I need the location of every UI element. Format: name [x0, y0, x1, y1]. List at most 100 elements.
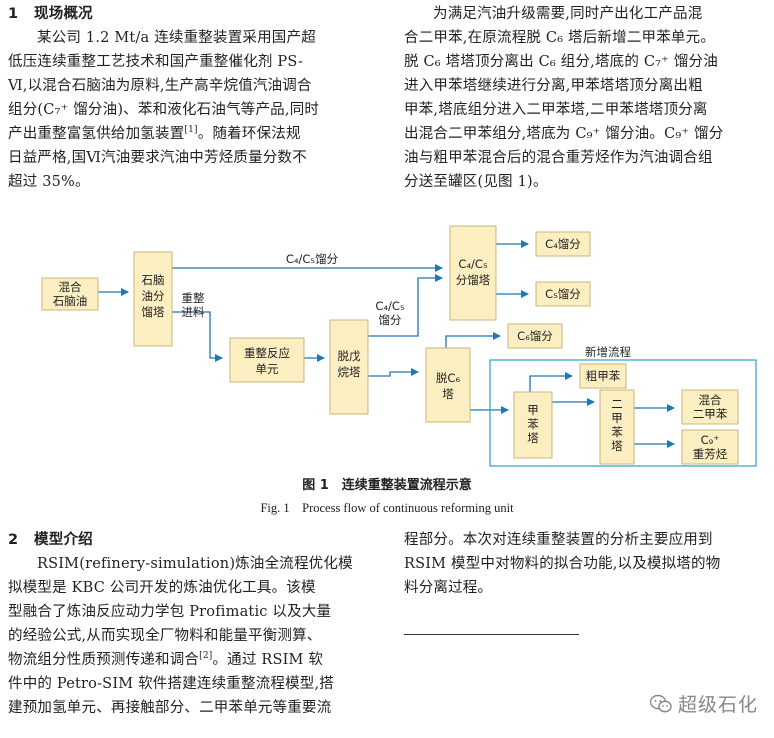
text-line: 拟模型是 KBC 公司开发的炼油优化工具。该模	[8, 580, 316, 596]
dec6-label: 塔	[442, 387, 454, 401]
wechat-icon	[650, 694, 672, 713]
c5-product-box	[535, 281, 591, 307]
naphtha-splitter-label: 馏塔	[142, 305, 165, 319]
text-line: 为满足汽油升级需要,同时产出化工产品混	[433, 6, 703, 22]
feed-label: 混合	[59, 280, 82, 294]
feed-box	[41, 277, 99, 311]
new-process-frame	[489, 359, 757, 467]
depentanizer-label: 烷塔	[338, 365, 361, 379]
crude-toluene-label: 粗甲苯	[586, 369, 621, 383]
dec6-box	[425, 347, 471, 423]
citation-ref: [2]	[199, 651, 213, 662]
toluene-column-label: 甲	[527, 403, 539, 417]
text-span: 物流组分性质预测传递和调合	[8, 652, 200, 668]
section1-para2-cont: 合二甲苯,在原流程脱 C₆ 塔后新增二甲苯单元。 脱 C₆ 塔塔顶分离出 C₆ …	[404, 26, 770, 194]
footnote-divider	[404, 634, 579, 635]
c4-product-label: C₄馏分	[545, 237, 581, 251]
dec6-label: 脱C₆	[436, 371, 461, 385]
section2-title: 模型介绍	[34, 532, 93, 548]
depentanizer-box	[329, 319, 369, 415]
c4c5-splitter-box	[449, 225, 497, 321]
arrow-mid-stream	[368, 274, 443, 337]
xylene-column-label: 塔	[611, 439, 623, 453]
text-line: 进入甲苯塔继续进行分离,甲苯塔塔顶分离出粗	[404, 78, 703, 94]
text-line: 合二甲苯,在原流程脱 C₆ 塔后新增二甲苯单元。	[404, 30, 716, 46]
text-line: 型融合了炼油反应动力学包 Profimatic 以及大量	[8, 604, 332, 620]
reform-feed-label: 重整	[182, 291, 205, 305]
text-line: 脱 C₆ 塔塔顶分离出 C₆ 组分,塔底的 C₇⁺ 馏分油	[404, 54, 718, 70]
text-line: 的经验公式,从而实现全厂物料和能量平衡测算、	[8, 628, 322, 644]
unit-labels: 混合 石脑油 石脑 油分 馏塔 重整反应 单元 脱戊 烷塔 C₄/C₅ 分馏塔 …	[53, 237, 728, 461]
text-line: 日益严格,国Ⅵ汽油要求汽油中芳烃质量分数不	[8, 150, 307, 166]
toluene-column-box	[513, 391, 553, 459]
process-flow-diagram: 混合 石脑油 石脑 油分 馏塔 重整反应 单元 脱戊 烷塔 C₄/C₅ 分馏塔 …	[41, 225, 757, 467]
naphtha-splitter-label: 油分	[142, 289, 165, 303]
watermark: 超级石化	[650, 690, 758, 717]
text-line: 出混合二甲苯组分,塔底为 C₉⁺ 馏分油。C₉⁺ 馏分	[404, 126, 724, 142]
flow-arrows	[98, 240, 675, 448]
depentanizer-label: 脱戊	[338, 349, 361, 363]
reform-feed-label: 进料	[182, 305, 205, 319]
mid-stream-label: 馏分	[379, 313, 402, 327]
text-span: 。随着环保法规	[197, 126, 301, 142]
text-line: 组分(C₇⁺ 馏分油)、苯和液化石油气等产品,同时	[8, 102, 320, 118]
section1-number: 1	[8, 6, 19, 22]
figure-caption-en: Fig. 1 Process flow of continuous reform…	[260, 501, 514, 515]
text-line: 分送至罐区(见图 1)。	[404, 174, 548, 190]
section2-para: RSIM(refinery-simulation)炼油全流程优化模	[8, 552, 368, 576]
c6-product-box	[507, 323, 563, 349]
watermark-text: 超级石化	[678, 694, 759, 716]
c4c5-splitter-label: C₄/C₅	[458, 257, 488, 271]
mixed-xylene-label: 二甲苯	[693, 407, 728, 421]
text-line: 产出重整富氢供给加氢装置[1]。随着环保法规	[8, 122, 366, 146]
text-line: 甲苯,塔底组分进入二甲苯塔,二甲苯塔塔顶分离	[404, 102, 708, 118]
c4c5-splitter-label: 分馏塔	[456, 273, 491, 287]
xylene-column-label: 二	[611, 397, 623, 411]
citation-ref: [1]	[184, 125, 198, 136]
c5-product-label: C₅馏分	[545, 287, 581, 301]
naphtha-splitter-box	[133, 251, 173, 347]
text-line: 件中的 Petro-SIM 软件搭建连续重整流程模型,搭	[8, 676, 335, 692]
reformer-label: 单元	[256, 362, 279, 376]
xylene-column-label: 苯	[611, 425, 623, 439]
text-line: Ⅵ,以混合石脑油为原料,生产高辛烷值汽油调合	[8, 78, 312, 94]
text-line: RSIM 模型中对物料的拟合功能,以及模拟塔的物	[404, 556, 721, 572]
section2-right-column: 程部分。本次对连续重整装置的分析主要应用到 RSIM 模型中对物料的拟合功能,以…	[404, 528, 770, 600]
top-stream-label: C₄/C₅馏分	[286, 252, 339, 266]
section1-title: 现场概况	[34, 6, 93, 22]
c4-product-box	[535, 231, 591, 257]
section1-left-column: 1 现场概况 某公司 1.2 Mt/a 连续重整装置采用国产超 低压连续重整工艺…	[8, 2, 366, 194]
c6-product-label: C₆馏分	[517, 329, 553, 343]
c9-heavy-box	[681, 429, 739, 465]
crude-toluene-box	[579, 363, 627, 389]
text-span: 。通过 RSIM 软	[212, 652, 324, 668]
text-line: 某公司 1.2 Mt/a 连续重整装置采用国产超	[37, 30, 316, 46]
section2-left-column: 2 模型介绍 RSIM(refinery-simulation)炼油全流程优化模…	[8, 528, 368, 720]
text-span: 产出重整富氢供给加氢装置	[8, 126, 185, 142]
text-line: 油与粗甲苯混合后的混合重芳烃作为汽油调合组	[404, 150, 713, 166]
section2-para-cont: 拟模型是 KBC 公司开发的炼油优化工具。该模 型融合了炼油反应动力学包 Pro…	[8, 576, 368, 720]
section2-heading: 2 模型介绍	[8, 528, 368, 552]
mixed-xylene-label: 混合	[699, 393, 722, 407]
mid-stream-label: C₄/C₅	[375, 299, 405, 313]
arrow-c6	[445, 332, 501, 348]
feed-label: 石脑油	[53, 294, 88, 308]
toluene-column-label: 苯	[527, 417, 539, 431]
xylene-column-box	[599, 389, 635, 465]
reformer-label: 重整反应	[244, 346, 290, 360]
section1-right-column: 为满足汽油升级需要,同时产出化工产品混 合二甲苯,在原流程脱 C₆ 塔后新增二甲…	[404, 2, 770, 194]
text-line: 建预加氢单元、再接触部分、二甲苯单元等重要流	[8, 700, 332, 716]
reformer-box	[229, 337, 305, 383]
naphtha-splitter-label: 石脑	[142, 273, 165, 287]
text-line: 程部分。本次对连续重整装置的分析主要应用到	[404, 532, 713, 548]
figure-caption-cn: 图 1 连续重整装置流程示意	[302, 478, 472, 493]
c9-heavy-label: 重芳烃	[693, 447, 728, 461]
text-line: 料分离过程。	[404, 580, 493, 596]
new-process-label: 新增流程	[585, 345, 631, 359]
section1-para1-cont: 低压连续重整工艺技术和国产重整催化剂 PS- Ⅵ,以混合石脑油为原料,生产高辛烷…	[8, 50, 366, 194]
text-line: 低压连续重整工艺技术和国产重整催化剂 PS-	[8, 54, 304, 70]
arrow-crude-toluene	[529, 372, 573, 392]
unit-boxes	[41, 225, 739, 465]
text-line: 超过 35%。	[8, 174, 90, 190]
section1-para2: 为满足汽油升级需要,同时产出化工产品混	[404, 2, 770, 26]
